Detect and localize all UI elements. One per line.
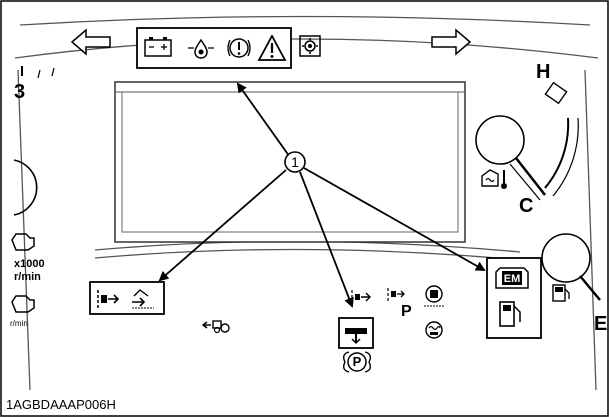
hot-mark: H [536,61,550,83]
fuel-pump-icon [552,284,570,302]
parking-brake-icon [342,351,372,373]
rpm-multiplier: x1000 [14,258,45,270]
top-bezel-curve [19,15,591,26]
rpm-unit-bottom: r/min [10,319,28,328]
engine-warning-icon [424,285,444,307]
parking-drive-icon [387,288,405,302]
right-lamp-box: EM [486,257,542,339]
temperature-gauge [475,81,579,201]
engine-icon [11,233,35,251]
lower-bezel-curve-2 [94,248,521,261]
bottom-left-lamps [89,281,165,315]
figure-caption: 1AGBDAAAP006H [6,397,116,412]
parking-circle-letter: P [353,354,362,369]
engine-icon-2 [11,295,35,313]
master-warning-icon [257,34,287,61]
left-housing-edge [17,69,31,391]
right-turn-arrow-icon [431,28,472,56]
hot-zone-marker [544,81,568,105]
right-cut-mark: E [594,313,607,335]
em-label: EM [504,273,521,285]
fuel-gauge [541,233,601,302]
rpm-unit-top: r/min [14,271,41,283]
left-turn-arrow-icon [70,28,111,56]
fuel-level-icon [499,301,521,327]
upper-bezel-curve [14,38,599,59]
cold-mark: C [519,195,533,217]
leader-to-top-lamps [236,82,293,161]
callout-leaders [158,82,486,308]
coolant-temp-icon [481,169,507,189]
engine-management-icon [495,267,529,289]
center-bottom-lamps: P P [338,285,444,373]
auto-shift-icon [132,289,154,309]
implement-tractor-icon [201,320,230,334]
pto-indicator-icon [97,290,120,308]
battery-icon [144,37,172,57]
parking-letter: P [401,303,412,320]
brake-warning-icon [227,38,251,58]
leader-to-left-lamps [158,169,287,282]
right-housing-edge [584,69,597,391]
callout-number: 1 [291,154,299,170]
temp-needle-hub [475,115,525,165]
tachometer-fragment [11,66,55,313]
oil-pressure-icon [188,38,214,59]
glow-plug-icon [425,321,443,339]
temp-needle [515,157,546,196]
left-digit: 3 [14,81,25,103]
top-warning-lamps [136,27,292,69]
transmission-gear-icon [299,35,321,57]
callout-circle [284,151,306,173]
leader-to-lift-lamp [299,171,354,308]
implement-lift-icon [345,328,367,345]
leader-to-right-lamps [303,167,486,271]
